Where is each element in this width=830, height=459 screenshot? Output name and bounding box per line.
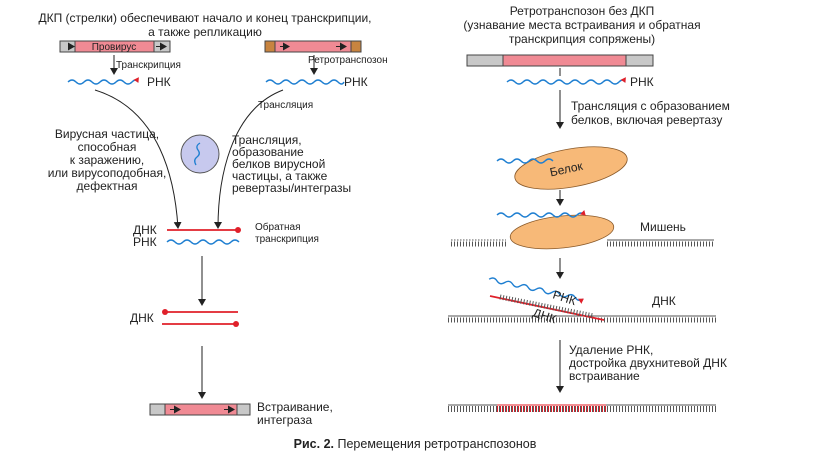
integrated-element bbox=[149, 403, 251, 416]
removal-line-3: встраивание bbox=[569, 369, 640, 383]
tprt-rna-label: РНК bbox=[551, 288, 578, 309]
retrotransposon-ltr-element bbox=[264, 40, 362, 53]
caption-bold: Рис. 2. bbox=[293, 437, 335, 451]
rna-wave-right-panel bbox=[506, 77, 626, 85]
translation-line-2: белков, включая ревертазу bbox=[571, 113, 722, 127]
rna-wave-left bbox=[67, 77, 139, 85]
dna-label-bottom: ДНК bbox=[531, 306, 558, 327]
translation-formation-line-1: Трансляция, bbox=[232, 133, 302, 147]
virus-particle bbox=[180, 134, 220, 174]
translation-label: Трансляция bbox=[258, 100, 313, 111]
integration-line-1: Встраивание, bbox=[257, 400, 333, 414]
virus-particle-line-2: способная bbox=[78, 140, 137, 154]
provirus-label: Провирус bbox=[92, 42, 137, 53]
final-integrated-dna bbox=[448, 404, 716, 412]
figure-caption: Рис. 2. Перемещения ретротранспозонов bbox=[0, 437, 830, 451]
virus-particle-line-5: дефектная bbox=[77, 179, 138, 193]
target-label: Мишень bbox=[640, 220, 686, 234]
protein-step-1: Белок bbox=[496, 146, 628, 190]
right-rna-label: РНК bbox=[630, 75, 654, 89]
virus-particle-line-1: Вирусная частица, bbox=[55, 127, 159, 141]
dna-label-2: ДНК bbox=[130, 311, 154, 325]
protein-step-2 bbox=[451, 210, 714, 250]
transcription-label: Транскрипция bbox=[116, 60, 181, 71]
right-title-line-2: (узнавание места встраивания и обратная bbox=[463, 18, 700, 32]
particle-rna-icon bbox=[194, 142, 201, 166]
retrotransposon-label: Ретротранспозон bbox=[308, 55, 388, 66]
dna-label: ДНК bbox=[133, 223, 157, 237]
non-ltr-retrotransposon-element bbox=[466, 54, 654, 67]
right-title-line-1: Ретротранспозон без ДКП bbox=[510, 4, 655, 18]
virus-particle-line-3: к заражению, bbox=[70, 153, 144, 167]
translation-formation-line-3: белков вирусной bbox=[232, 157, 325, 171]
translation-line-1: Трансляция с образованием bbox=[571, 99, 730, 113]
rna-label-a: РНК bbox=[147, 75, 171, 89]
rna-label-b: РНК bbox=[344, 75, 368, 89]
translation-formation-line-2: образование bbox=[232, 145, 304, 159]
integration-line-2: интеграза bbox=[257, 413, 312, 427]
translation-formation-line-5: ревертазы/интегразы bbox=[232, 181, 351, 195]
removal-line-2: достройка двухнитевой ДНК bbox=[569, 356, 727, 370]
double-strand-dna bbox=[162, 309, 239, 327]
dna-label-top: ДНК bbox=[652, 294, 676, 308]
tprt-step bbox=[448, 277, 716, 323]
virus-particle-line-4: или вирусоподобная, bbox=[48, 166, 167, 180]
rna-label-c: РНК bbox=[133, 235, 157, 249]
protein-label: Белок bbox=[548, 159, 584, 180]
left-title-line1: ДКП (стрелки) обеспечивают начало и коне… bbox=[38, 11, 371, 25]
caption-text: Перемещения ретротранспозонов bbox=[334, 437, 537, 451]
rna-template-wave bbox=[166, 239, 240, 245]
reverse-transcription-line-2: транскрипция bbox=[255, 234, 319, 245]
right-title-line-3: транскрипция сопряжены) bbox=[509, 32, 655, 46]
left-title-line2: а также репликацию bbox=[148, 25, 262, 39]
translation-formation-line-4: частицы, а также bbox=[232, 169, 328, 183]
rna-wave-right bbox=[265, 79, 345, 85]
reverse-transcription-line-1: Обратная bbox=[255, 221, 301, 233]
removal-line-1: Удаление РНК, bbox=[569, 343, 653, 357]
provirus-element: Провирус bbox=[59, 40, 171, 53]
